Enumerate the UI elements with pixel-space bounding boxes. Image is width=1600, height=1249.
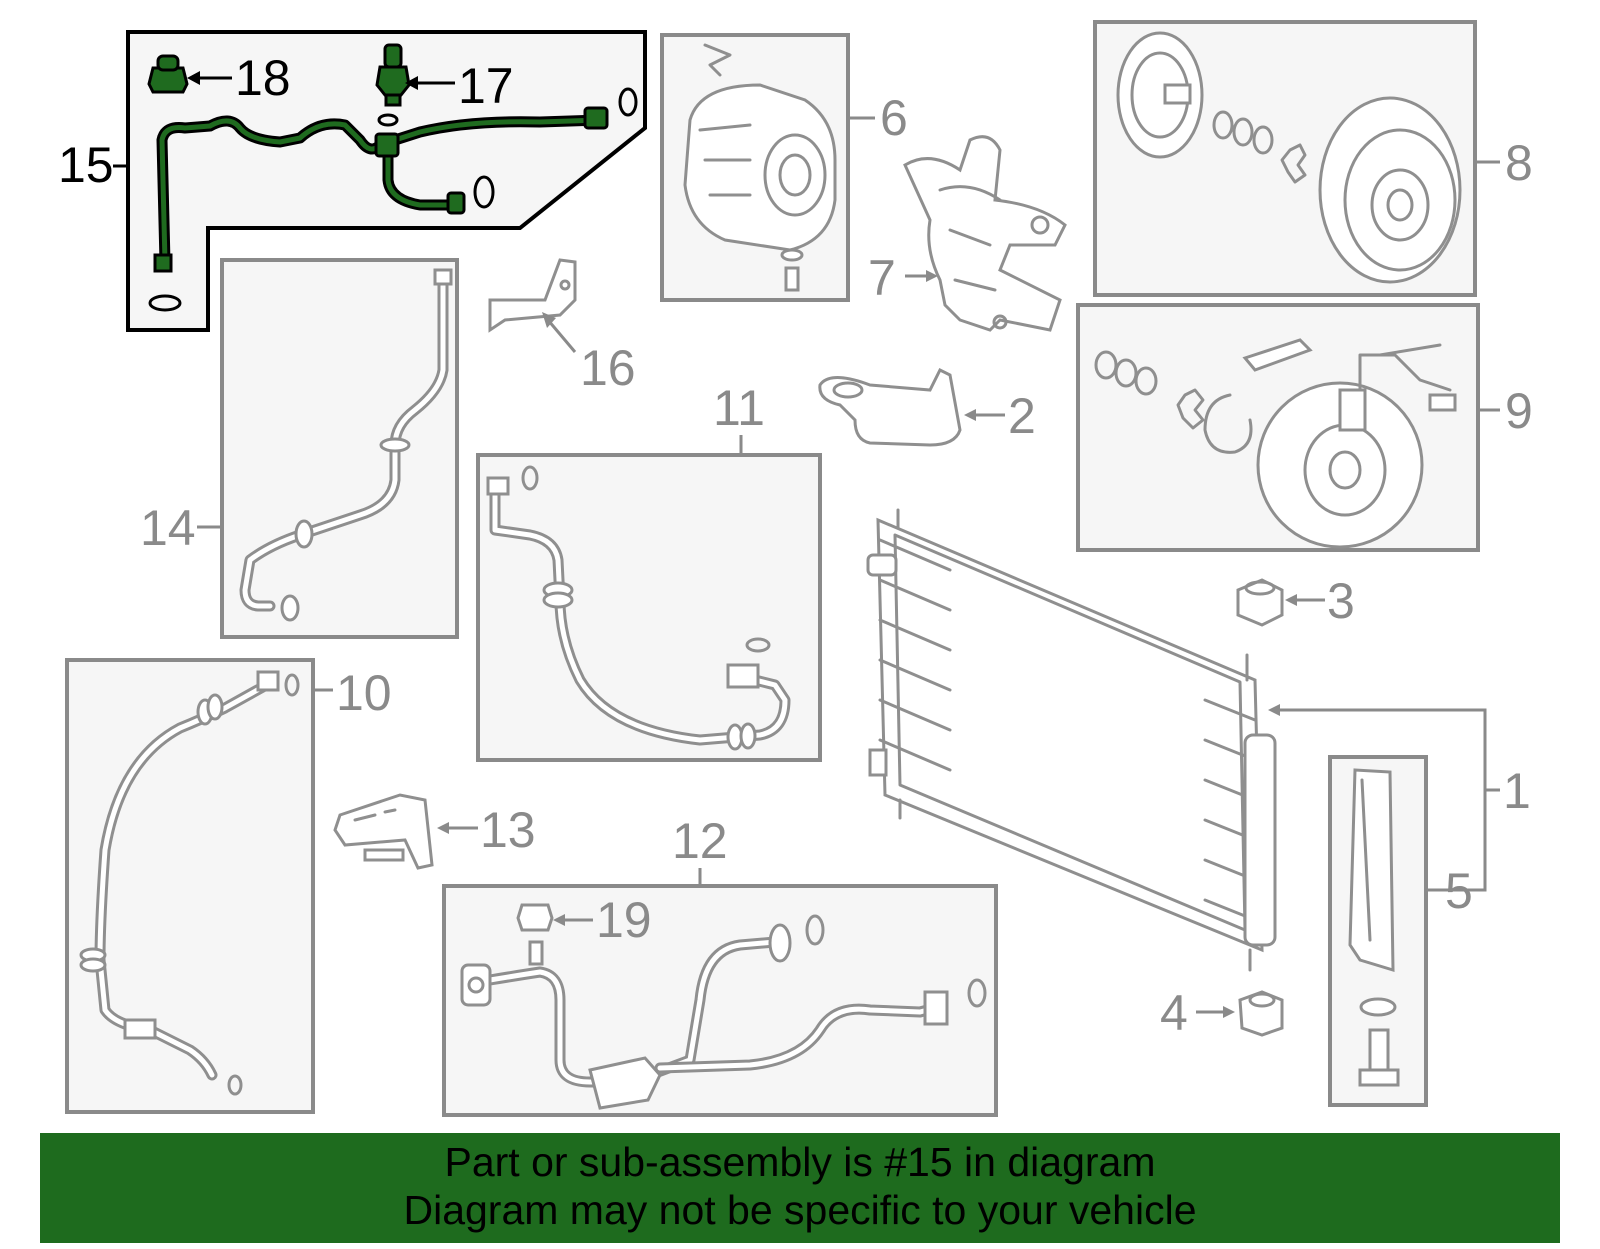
callout-19: 19 xyxy=(596,892,652,948)
part-11-hose[interactable] xyxy=(476,453,822,762)
part-13-bracket[interactable] xyxy=(333,793,434,870)
callout-8: 8 xyxy=(1505,135,1533,191)
callout-3: 3 xyxy=(1327,573,1355,629)
part-19-nut[interactable] xyxy=(516,903,554,966)
callout-17: 17 xyxy=(458,58,514,114)
callout-10: 10 xyxy=(336,665,392,721)
part-18-cap[interactable] xyxy=(147,54,189,94)
part-15-hose-assembly[interactable] xyxy=(126,30,647,332)
part-9-field-coil[interactable] xyxy=(1076,303,1480,552)
callout-1: 1 xyxy=(1503,763,1531,819)
callout-15: 15 xyxy=(58,137,114,193)
footer-line-1: Part or sub-assembly is #15 in diagram xyxy=(444,1139,1156,1185)
part-5-receiver-drier[interactable] xyxy=(1328,755,1428,1107)
part-4-bushing[interactable] xyxy=(1238,990,1284,1037)
part-10-hose[interactable] xyxy=(65,658,315,1114)
part-3-bushing[interactable] xyxy=(1236,578,1284,627)
callout-4: 4 xyxy=(1160,985,1188,1041)
callout-12: 12 xyxy=(672,813,728,869)
callout-6: 6 xyxy=(880,90,908,146)
part-1-condenser[interactable] xyxy=(866,508,1277,972)
footer-line-2: Diagram may not be specific to your vehi… xyxy=(403,1187,1197,1233)
part-16-bracket[interactable] xyxy=(488,258,577,333)
part-17-pressure-switch[interactable] xyxy=(375,43,411,107)
callout-11: 11 xyxy=(713,380,765,436)
footer-banner: Part or sub-assembly is #15 in diagram D… xyxy=(40,1133,1560,1243)
callout-13: 13 xyxy=(480,802,536,858)
callout-14: 14 xyxy=(140,500,196,556)
part-7-compressor-bracket[interactable] xyxy=(903,135,1067,332)
part-8-clutch-assembly[interactable] xyxy=(1093,20,1477,297)
callout-16: 16 xyxy=(580,340,636,396)
callout-18: 18 xyxy=(235,50,291,106)
callout-9: 9 xyxy=(1505,383,1533,439)
callout-5: 5 xyxy=(1445,863,1473,919)
callout-2: 2 xyxy=(1008,388,1036,444)
part-12-pipe-assembly[interactable] xyxy=(442,884,998,1117)
callout-7: 7 xyxy=(868,250,896,306)
part-6-compressor[interactable] xyxy=(660,33,850,302)
part-14-pipe[interactable] xyxy=(220,258,459,639)
parts-diagram: 15 18 17 14 16 6 xyxy=(58,20,1533,1117)
part-2-bracket[interactable] xyxy=(818,367,962,447)
